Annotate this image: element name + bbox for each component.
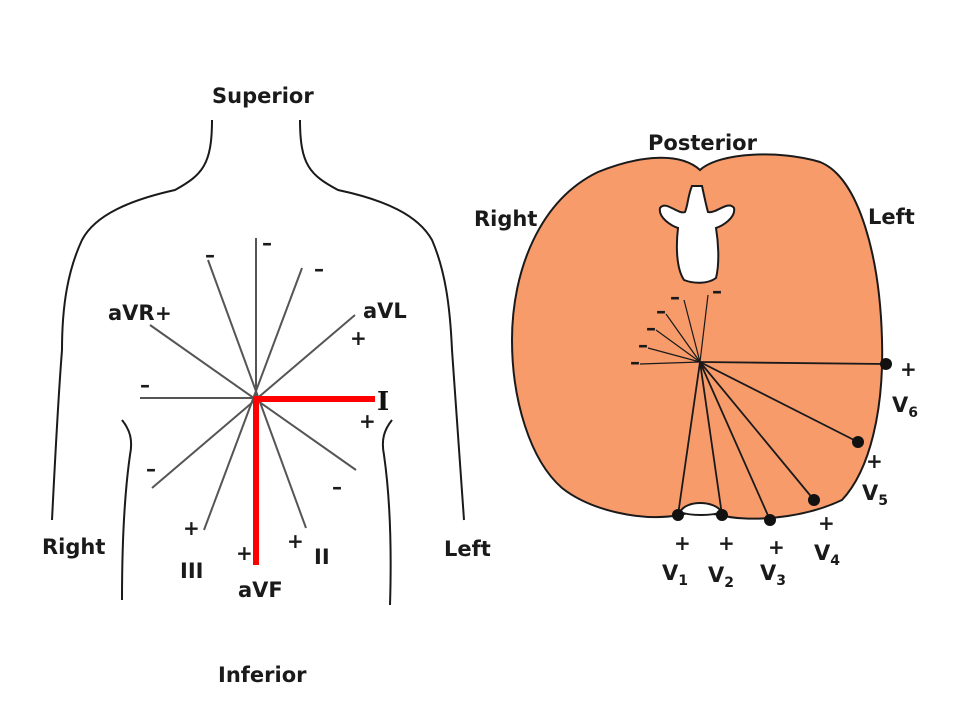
transverse-left-label: Left bbox=[868, 205, 915, 229]
v3-negative-end bbox=[665, 313, 701, 363]
v3-subscript: 3 bbox=[776, 573, 786, 589]
v2-subscript: 2 bbox=[724, 575, 734, 591]
v3-electrode bbox=[764, 514, 776, 526]
avr-plus-sign: + bbox=[155, 301, 172, 325]
v5-electrode bbox=[852, 436, 864, 448]
lead-ii-label: II bbox=[314, 545, 330, 569]
v5-label: V5 bbox=[862, 481, 888, 509]
v4-plus-sign: + bbox=[818, 511, 835, 535]
v5-plus-sign: + bbox=[866, 449, 883, 473]
v2-label: V2 bbox=[708, 563, 734, 591]
v2-line bbox=[699, 361, 723, 516]
v2-minus-sign: – bbox=[670, 285, 680, 309]
lead-iii-label: III bbox=[180, 559, 203, 583]
v5-subscript: 5 bbox=[878, 493, 888, 509]
v4-subscript: 4 bbox=[830, 553, 840, 569]
v6-minus-sign: – bbox=[630, 350, 640, 374]
iii-minus-sign: – bbox=[314, 257, 324, 281]
negative-ends bbox=[639, 294, 709, 365]
v3-line bbox=[699, 361, 771, 521]
v5-line bbox=[699, 361, 859, 443]
lead-avf-label: aVF bbox=[238, 578, 283, 602]
v3-letter: V bbox=[760, 561, 777, 585]
v1-plus-sign: + bbox=[674, 531, 691, 555]
v6-plus-sign: + bbox=[900, 357, 917, 381]
v1-letter: V bbox=[662, 561, 679, 585]
v5-letter: V bbox=[862, 481, 879, 505]
v1-line bbox=[677, 361, 701, 516]
v2-electrode bbox=[716, 509, 728, 521]
v4-letter: V bbox=[814, 541, 831, 565]
avf-minus-sign: – bbox=[262, 231, 272, 255]
v5-negative-end bbox=[647, 347, 701, 363]
v6-negative-end bbox=[639, 361, 701, 365]
frontal-right-label: Right bbox=[42, 535, 105, 559]
v6-subscript: 6 bbox=[908, 405, 918, 421]
v1-label: V1 bbox=[662, 561, 688, 589]
v2-negative-end bbox=[683, 299, 701, 363]
inferior-label: Inferior bbox=[218, 663, 307, 687]
i-minus-sign: – bbox=[140, 373, 150, 397]
v3-label: V3 bbox=[760, 561, 786, 589]
v6-label: V6 bbox=[892, 393, 918, 421]
v4-label: V4 bbox=[814, 541, 840, 569]
left-arm-inner bbox=[121, 419, 133, 601]
superior-label: Superior bbox=[212, 84, 314, 108]
v3-minus-sign: – bbox=[656, 299, 666, 323]
lead-i-label: I bbox=[377, 387, 389, 417]
frontal-left-label: Left bbox=[444, 537, 491, 561]
avl-plus-sign: + bbox=[350, 326, 367, 350]
v4-line bbox=[699, 361, 815, 501]
iii-plus-sign: + bbox=[183, 516, 200, 540]
chest-cross-section bbox=[510, 153, 884, 520]
transverse-plane-diagram: Posterior Right Left – – – – – – + + + +… bbox=[474, 131, 918, 591]
posterior-label: Posterior bbox=[648, 131, 758, 155]
v4-negative-end bbox=[655, 329, 701, 363]
vertebra-shape bbox=[658, 185, 736, 284]
v3-plus-sign: + bbox=[768, 535, 785, 559]
v5-minus-sign: – bbox=[638, 333, 648, 357]
v1-subscript: 1 bbox=[678, 573, 688, 589]
v2-letter: V bbox=[708, 563, 725, 587]
v6-electrode bbox=[880, 358, 892, 370]
v4-minus-sign: – bbox=[646, 316, 656, 340]
torso-outline bbox=[51, 119, 465, 521]
v1-electrode bbox=[672, 509, 684, 521]
lead-avr-label: aVR bbox=[108, 301, 155, 325]
right-arm-inner bbox=[381, 419, 393, 606]
ii-minus-sign: – bbox=[205, 243, 215, 267]
v1-negative-end bbox=[699, 294, 709, 363]
precordial-lines bbox=[677, 361, 887, 521]
v6-line bbox=[699, 361, 887, 365]
v2-plus-sign: + bbox=[718, 531, 735, 555]
frontal-plane-diagram: Superior Inferior Right Left aVR aVL I I… bbox=[42, 84, 491, 687]
ii-plus-sign: + bbox=[287, 529, 304, 553]
avr-minus-sign: – bbox=[332, 475, 342, 499]
avf-plus-sign: + bbox=[236, 541, 253, 565]
avl-minus-sign: – bbox=[146, 457, 156, 481]
v6-letter: V bbox=[892, 393, 909, 417]
v1-minus-sign: – bbox=[712, 279, 722, 303]
i-plus-sign: + bbox=[359, 409, 376, 433]
v4-electrode bbox=[808, 494, 820, 506]
transverse-right-label: Right bbox=[474, 207, 537, 231]
lead-avl-label: aVL bbox=[363, 299, 407, 323]
